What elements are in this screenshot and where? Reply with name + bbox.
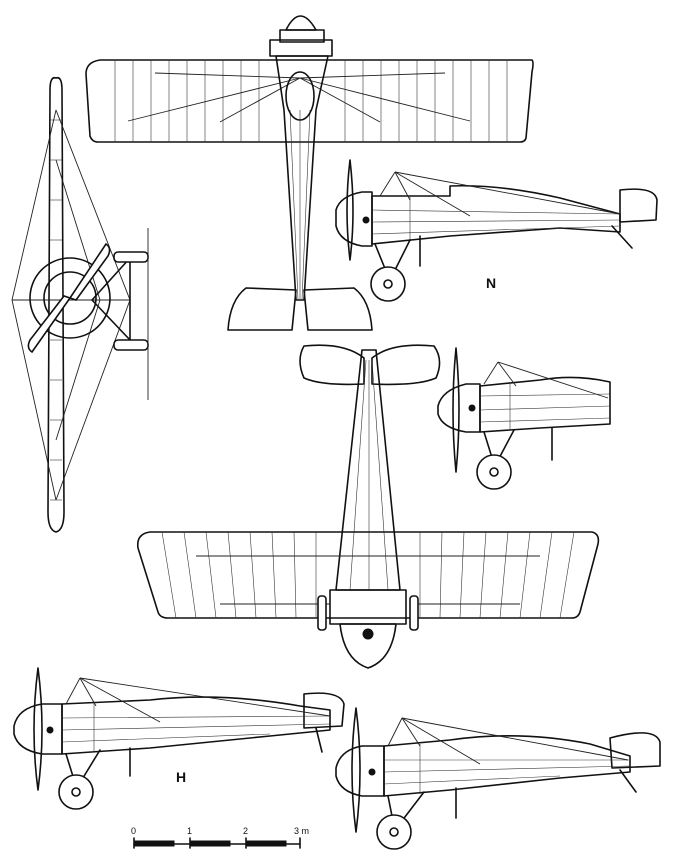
variant-h-label: H [176, 769, 186, 785]
front-view [11, 76, 149, 533]
planform-top-view [85, 15, 534, 331]
scale-tick-2: 2 [243, 826, 248, 836]
scale-tick-1: 1 [187, 826, 192, 836]
planform-view-2 [136, 344, 600, 669]
scale-tick-0: 0 [131, 826, 136, 836]
scale-bar: 0 1 2 3 m [131, 826, 309, 849]
side-view-bottom-right [335, 707, 661, 850]
variant-n-label: N [486, 275, 496, 291]
scale-tick-3m: 3 m [294, 826, 309, 836]
side-view-middle [437, 347, 611, 490]
side-view-n: N [335, 159, 658, 302]
side-view-h: H [13, 667, 345, 810]
